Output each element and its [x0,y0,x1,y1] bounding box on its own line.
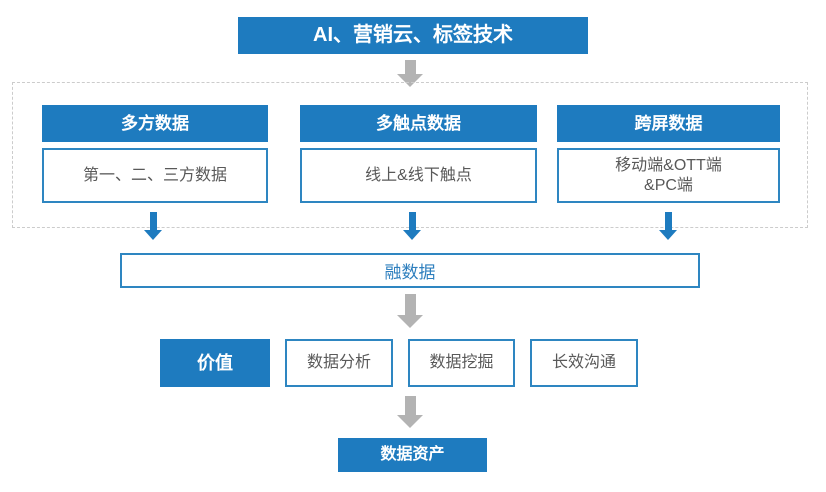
column-header-multi-party-data: 多方数据 [42,105,268,142]
down-arrow-icon [397,60,423,87]
fusion-data-box: 融数据 [120,253,700,288]
down-arrow-icon [659,212,677,240]
data-assets-box: 数据资产 [338,438,487,472]
value-item-data-analysis: 数据分析 [285,339,393,387]
value-item-data-mining: 数据挖掘 [408,339,515,387]
value-item-long-term-communication: 长效沟通 [530,339,638,387]
column-detail-multi-party-data: 第一、二、三方数据 [42,148,268,203]
column-header-multi-touchpoint-data: 多触点数据 [300,105,537,142]
column-header-cross-screen-data: 跨屏数据 [557,105,780,142]
column-detail-cross-screen-data: 移动端&OTT端 &PC端 [557,148,780,203]
down-arrow-icon [397,294,423,328]
column-detail-multi-touchpoint-data: 线上&线下触点 [300,148,537,203]
value-label-box: 价值 [160,339,270,387]
top-technology-box: AI、营销云、标签技术 [238,17,588,54]
down-arrow-icon [144,212,162,240]
down-arrow-icon [397,396,423,428]
down-arrow-icon [403,212,421,240]
